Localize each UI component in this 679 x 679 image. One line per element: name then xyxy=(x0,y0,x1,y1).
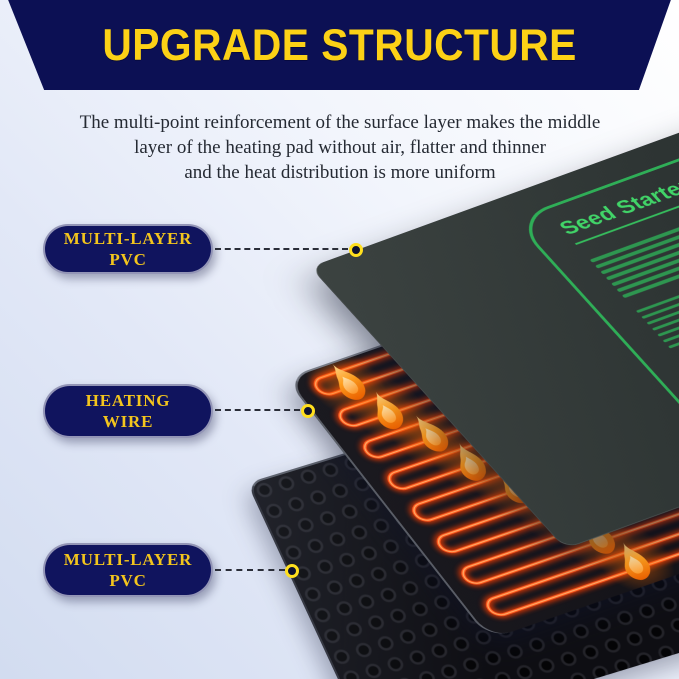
leader-line-middle xyxy=(215,409,300,411)
callout-heating-wire-line1: HEATING xyxy=(85,391,171,410)
callout-heating-wire: HEATING WIRE xyxy=(43,384,213,438)
callout-top-pvc: MULTI-LAYER PVC xyxy=(43,224,213,274)
leader-line-bottom xyxy=(215,569,285,571)
callout-bottom-pvc-line2: PVC xyxy=(109,571,147,590)
leader-line-top xyxy=(215,248,348,250)
description: The multi-point reinforcement of the sur… xyxy=(40,110,640,185)
callout-heating-wire-line2: WIRE xyxy=(102,412,154,431)
callout-bottom-pvc: MULTI-LAYER PVC xyxy=(43,543,213,597)
ring-marker-bottom xyxy=(285,564,299,578)
description-line-2: layer of the heating pad without air, fl… xyxy=(134,137,546,158)
ring-marker-middle xyxy=(301,404,315,418)
description-line-3: and the heat distribution is more unifor… xyxy=(184,162,496,183)
callout-top-pvc-line2: PVC xyxy=(109,250,147,269)
callout-bottom-pvc-line1: MULTI-LAYER xyxy=(63,550,193,569)
callout-top-pvc-line1: MULTI-LAYER xyxy=(63,229,193,248)
ring-marker-top xyxy=(349,243,363,257)
description-line-1: The multi-point reinforcement of the sur… xyxy=(79,112,601,133)
banner-title: UPGRADE STRUCTURE xyxy=(102,19,577,70)
banner: UPGRADE STRUCTURE xyxy=(8,0,671,90)
